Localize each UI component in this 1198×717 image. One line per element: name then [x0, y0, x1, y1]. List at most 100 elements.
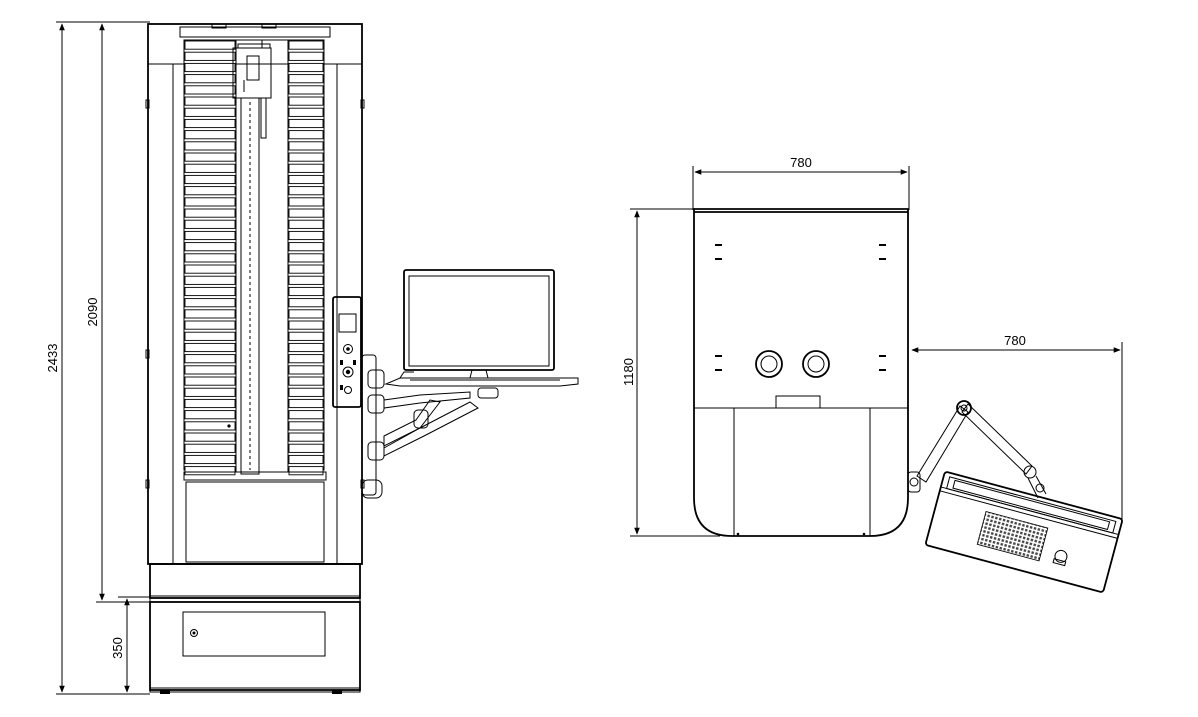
louver-slat	[288, 365, 324, 375]
dimension-top-width: 780	[692, 155, 910, 210]
louver-slat	[288, 118, 324, 129]
side-hinges	[145, 99, 365, 489]
top-width-label: 780	[790, 155, 812, 170]
cabinet-height-label: 2090	[85, 298, 100, 327]
monitor	[403, 269, 555, 379]
door-lock-icon	[190, 629, 198, 637]
louver-slat	[288, 275, 324, 285]
louver-slat	[288, 298, 324, 308]
dimension-total-height: 2433	[45, 21, 150, 695]
louver-slat	[184, 365, 236, 375]
louver-slat	[288, 398, 324, 409]
louver-slat	[184, 85, 236, 95]
total-height-label: 2433	[45, 344, 60, 373]
louver-slat	[184, 309, 236, 319]
cabinet-top-outline	[693, 208, 909, 537]
louver-slat	[288, 197, 324, 207]
louver-slat	[288, 421, 324, 431]
louver-slat	[184, 163, 236, 173]
cable-ports	[755, 350, 830, 378]
dimension-base-height: 350	[110, 596, 150, 693]
louver-slat	[288, 466, 324, 476]
louver-slat	[184, 219, 236, 229]
louver-slat	[288, 376, 324, 386]
louver-slat	[184, 62, 236, 73]
louver-slat	[184, 208, 236, 218]
louver-slat	[288, 331, 324, 341]
keyboard-tray-top	[925, 471, 1123, 593]
dimension-top-depth: 1180	[621, 208, 720, 537]
louver-slat	[184, 443, 236, 453]
louver-slat	[288, 174, 324, 185]
louver-slat	[184, 342, 236, 353]
front-view: 2433 2090 350	[45, 21, 579, 695]
dimension-cabinet-height: 2090	[85, 21, 150, 603]
keyboard-shelf	[384, 371, 579, 387]
louver-slat	[288, 253, 324, 263]
louver-slat	[184, 242, 236, 252]
louver-slat	[184, 118, 236, 129]
louver-slat	[288, 264, 324, 274]
louver-slat	[184, 421, 236, 431]
louver-slat	[184, 264, 236, 274]
louver-panel-left	[183, 39, 237, 476]
foot-right	[332, 690, 342, 694]
louver-slat	[288, 432, 324, 442]
louver-slat	[184, 141, 236, 151]
louver-slat	[288, 320, 324, 330]
louver-slat	[184, 96, 236, 106]
cabinet-frame	[145, 23, 365, 565]
trackball-icon	[1054, 549, 1068, 563]
louver-slat	[184, 376, 236, 386]
louver-slat	[288, 443, 324, 453]
louver-slat	[184, 454, 236, 465]
louver-slat	[288, 163, 324, 173]
dimension-arm-reach: 780	[911, 333, 1123, 520]
vent-grille	[976, 510, 1049, 562]
louver-slat	[288, 141, 324, 151]
louver-slat	[288, 454, 324, 465]
louver-slat	[288, 230, 324, 241]
top-view: 780 1180 780	[621, 155, 1123, 593]
louver-slat	[288, 309, 324, 319]
louver-slat	[288, 40, 324, 50]
louver-slat	[288, 208, 324, 218]
arm-reach-label: 780	[1004, 333, 1026, 348]
lift-column	[227, 39, 289, 475]
louver-slat	[184, 40, 236, 50]
louver-slat	[288, 96, 324, 106]
louver-slat	[184, 130, 236, 140]
louver-slat	[184, 275, 236, 285]
louver-slat	[184, 197, 236, 207]
louver-slat	[288, 342, 324, 353]
louver-slat	[184, 466, 236, 476]
louver-slat	[288, 85, 324, 95]
control-panel	[332, 296, 362, 408]
monitor-arm	[361, 354, 499, 499]
louver-slat	[184, 174, 236, 185]
louver-slat	[288, 242, 324, 252]
louver-slat	[288, 130, 324, 140]
louver-slat	[184, 74, 236, 84]
louver-slat	[184, 387, 236, 397]
base-height-label: 350	[110, 637, 125, 659]
louver-slat	[288, 186, 324, 196]
louver-slat	[288, 51, 324, 61]
base-door	[182, 611, 326, 657]
top-depth-label: 1180	[621, 358, 636, 386]
louver-slat	[288, 410, 324, 420]
mounting-slots	[715, 244, 886, 371]
louver-slat	[184, 398, 236, 409]
louver-slat	[288, 107, 324, 117]
cabinet-base	[149, 563, 361, 694]
louver-slat	[184, 331, 236, 341]
display-screen	[338, 313, 357, 333]
louver-slat	[184, 432, 236, 442]
louver-slat	[184, 320, 236, 330]
louver-slat	[184, 230, 236, 241]
louver-slat	[184, 152, 236, 162]
louver-slat	[288, 354, 324, 364]
louver-slat	[184, 107, 236, 117]
foot-left	[160, 690, 170, 694]
